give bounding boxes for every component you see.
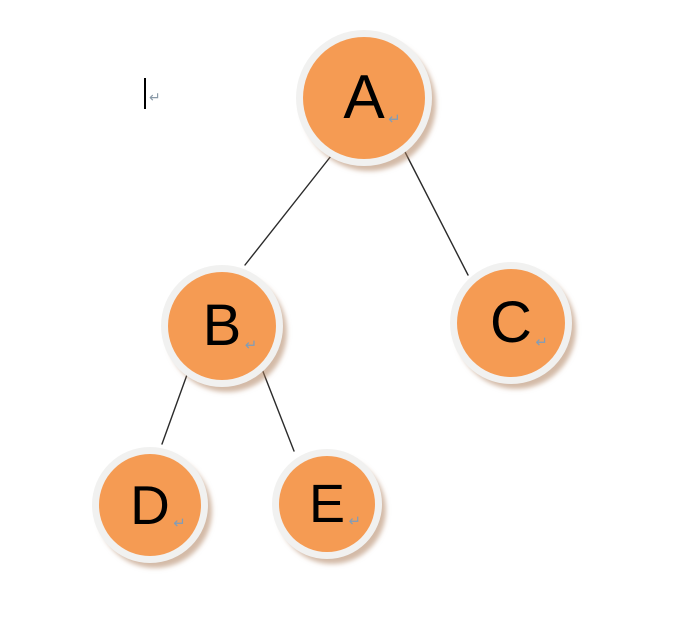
tree-node-e[interactable]: E ↵ xyxy=(279,456,375,552)
paragraph-mark-icon: ↵ xyxy=(388,111,401,128)
edge-b-d xyxy=(161,371,189,445)
tree-node-a[interactable]: A ↵ xyxy=(303,37,425,159)
paragraph-mark-icon: ↵ xyxy=(244,337,258,354)
node-label-c: C ↵ xyxy=(490,290,548,355)
tree-node-d[interactable]: D ↵ xyxy=(99,454,201,556)
node-label-d: D ↵ xyxy=(130,473,186,536)
text-caret[interactable] xyxy=(144,78,146,109)
edge-a-b xyxy=(244,155,332,266)
paragraph-mark-icon: ↵ xyxy=(149,89,161,105)
node-label-e: E ↵ xyxy=(308,474,362,534)
paragraph-mark-icon: ↵ xyxy=(535,334,548,351)
tree-node-c[interactable]: C ↵ xyxy=(457,269,565,377)
paragraph-mark-icon: ↵ xyxy=(348,513,362,530)
tree-node-b[interactable]: B ↵ xyxy=(168,272,276,380)
node-label-a: A ↵ xyxy=(343,63,401,132)
edge-a-c xyxy=(403,149,469,276)
paragraph-mark-icon: ↵ xyxy=(173,514,186,532)
edge-b-e xyxy=(261,368,295,452)
node-label-b: B ↵ xyxy=(202,293,258,358)
